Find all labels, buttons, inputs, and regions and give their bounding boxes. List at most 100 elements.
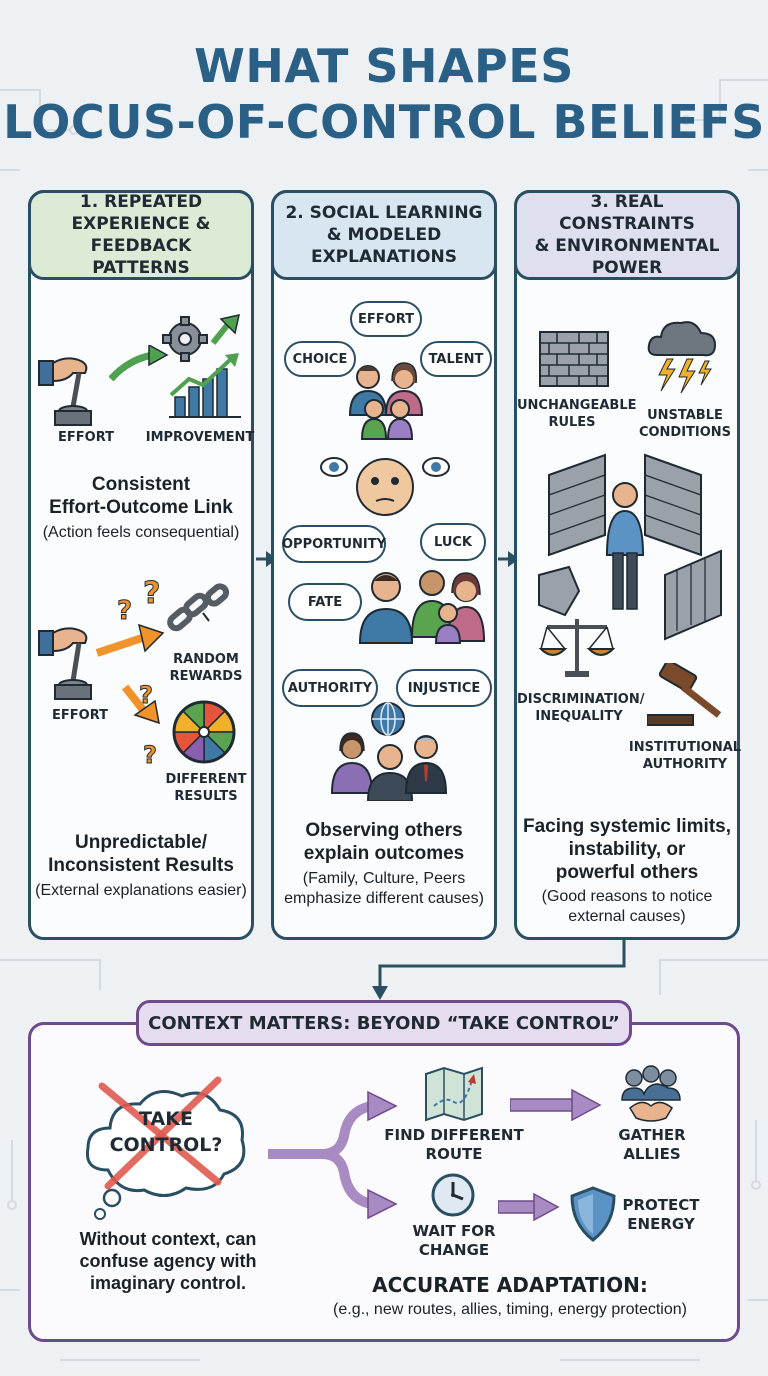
column-2-heading-line: 2. SOCIAL LEARNING xyxy=(285,203,483,223)
walled-in-person-icon xyxy=(538,453,722,641)
question-marks-icon: ? ? xyxy=(139,681,158,770)
discrimination-label: DISCRIMINATION/ INEQUALITY xyxy=(517,691,644,725)
broken-chain-icon xyxy=(167,583,230,632)
arrow-right-icon xyxy=(498,1192,560,1222)
observing-caption: Observing others explain outcomes xyxy=(274,819,494,865)
cloud-text: TAKE CONTROL? xyxy=(102,1106,230,1158)
label-line: DIFFERENT xyxy=(165,772,247,787)
caption-line: confuse agency with xyxy=(79,1251,257,1271)
bubble-injustice: INJUSTICE xyxy=(396,669,492,707)
effort-label: EFFORT xyxy=(58,430,114,445)
effort-label-bottom: EFFORT xyxy=(52,708,108,723)
lever-hand-icon xyxy=(38,357,92,426)
bubble-talent: TALENT xyxy=(420,341,492,377)
label-line: UNSTABLE xyxy=(647,408,723,423)
systemic-limits-caption: Facing systemic limits, instability, or … xyxy=(517,815,737,884)
improvement-label: IMPROVEMENT xyxy=(145,430,255,445)
allies-handshake-icon xyxy=(621,1065,681,1122)
orange-arrows-icon xyxy=(95,623,165,725)
label-line: INEQUALITY xyxy=(535,709,623,724)
institutional-authority-label: INSTITUTIONAL AUTHORITY xyxy=(627,739,743,773)
cloud-text-line: TAKE xyxy=(139,1108,193,1130)
warning-caption: Without context, can confuse agency with… xyxy=(50,1228,286,1294)
label-line: ALLIES xyxy=(623,1145,681,1163)
title-line-2: LOCUS-OF-CONTROL BELIEFS xyxy=(3,95,765,149)
bubble-opportunity: OPPORTUNITY xyxy=(282,525,386,563)
column-2-heading: 2. SOCIAL LEARNING & MODELED EXPLANATION… xyxy=(271,190,497,280)
caption-line: Without context, can xyxy=(79,1229,257,1249)
connector-arrow-icon xyxy=(372,940,626,1000)
find-route-label: FIND DIFFERENT ROUTE xyxy=(384,1126,524,1164)
bubble-authority: AUTHORITY xyxy=(282,669,378,707)
map-route-icon xyxy=(425,1066,483,1122)
prize-wheel-icon xyxy=(172,700,236,764)
scales-icon xyxy=(539,619,615,677)
caption-line: Facing systemic limits, xyxy=(522,816,732,837)
caption-line: Unpredictable/ xyxy=(75,832,207,853)
cloud-text-line: CONTROL? xyxy=(109,1134,223,1156)
arrow-right-icon xyxy=(498,551,519,567)
label-line: FIND DIFFERENT xyxy=(384,1126,524,1144)
bubble-effort: EFFORT xyxy=(350,301,422,337)
bubble-luck: LUCK xyxy=(420,523,486,561)
column-1-heading-line: FEEDBACK PATTERNS xyxy=(90,236,192,278)
label-line: INSTITUTIONAL xyxy=(628,740,742,755)
column-3-heading-line: 3. REAL CONSTRAINTS xyxy=(559,192,695,234)
label-line: UNCHANGEABLE xyxy=(517,398,637,413)
caption-line: instability, or xyxy=(568,839,686,860)
caption-line: emphasize different causes) xyxy=(284,890,484,907)
label-line: CHANGE xyxy=(418,1241,490,1259)
gear-growth-chart-icon xyxy=(162,314,241,418)
consistent-link-caption: Consistent Effort-Outcome Link xyxy=(31,473,251,519)
systemic-limits-subcaption: (Good reasons to notice external causes) xyxy=(517,887,737,927)
column-repeated-experience: 1. REPEATED EXPERIENCE & FEEDBACK PATTER… xyxy=(28,190,254,940)
column-social-learning: 2. SOCIAL LEARNING & MODELED EXPLANATION… xyxy=(271,190,497,940)
label-line: ENERGY xyxy=(627,1215,695,1233)
unpredictable-subcaption: (External explanations easier) xyxy=(35,882,247,899)
caption-line: external causes) xyxy=(568,908,686,925)
consistent-link-subcaption: (Action feels consequential) xyxy=(42,524,240,541)
caption-line: (Good reasons to notice xyxy=(541,888,713,905)
svg-text:?: ? xyxy=(143,741,157,769)
storm-cloud-icon xyxy=(647,321,717,394)
shield-icon xyxy=(570,1186,616,1242)
arrow-right-icon xyxy=(510,1088,602,1122)
caption-line: Observing others xyxy=(305,820,463,841)
label-line: RULES xyxy=(548,415,596,430)
caption-line: imaginary control. xyxy=(89,1273,247,1293)
page-title: WHAT SHAPES LOCUS-OF-CONTROL BELIEFS xyxy=(0,38,768,150)
unchangeable-rules-label: UNCHANGEABLE RULES xyxy=(517,397,637,431)
adaptation-title: ACCURATE ADAPTATION: xyxy=(372,1273,648,1297)
column-3-heading: 3. REAL CONSTRAINTS & ENVIRONMENTAL POWE… xyxy=(514,190,740,280)
column-real-constraints: 3. REAL CONSTRAINTS & ENVIRONMENTAL POWE… xyxy=(514,190,743,940)
caption-line: Consistent xyxy=(91,474,191,495)
caption-line: (Family, Culture, Peers xyxy=(302,870,466,887)
label-line: ROUTE xyxy=(425,1145,483,1163)
svg-text:?: ? xyxy=(139,681,153,709)
bubble-choice: CHOICE xyxy=(284,341,356,377)
column-2-heading-line: EXPLANATIONS xyxy=(310,247,458,267)
globe-icon xyxy=(371,702,405,736)
unpredictable-caption: Unpredictable/ Inconsistent Results xyxy=(31,831,251,877)
column-3-heading-line: POWER xyxy=(591,258,663,278)
label-line: WAIT FOR xyxy=(412,1222,496,1240)
column-1-heading-line: 1. REPEATED xyxy=(79,192,203,212)
authority-figures-icon xyxy=(330,732,448,801)
thought-cloud-crossed-icon xyxy=(85,1076,246,1220)
label-line: RESULTS xyxy=(174,789,238,804)
svg-text:?: ? xyxy=(117,596,132,626)
caption-line: Effort-Outcome Link xyxy=(49,497,233,518)
family-group-icon xyxy=(348,362,424,440)
observing-face-icon xyxy=(320,457,450,516)
question-marks-icon: ? ? xyxy=(117,576,161,627)
unstable-conditions-label: UNSTABLE CONDITIONS xyxy=(633,407,737,441)
caption-line: powerful others xyxy=(555,862,699,883)
protect-energy-label: PROTECT ENERGY xyxy=(614,1196,708,1234)
label-line: REWARDS xyxy=(169,669,243,684)
label-line: CONDITIONS xyxy=(638,425,732,440)
green-arrow-icon xyxy=(109,345,169,382)
gavel-icon xyxy=(647,663,722,726)
label-line: PROTECT xyxy=(622,1196,700,1214)
column-1-heading: 1. REPEATED EXPERIENCE & FEEDBACK PATTER… xyxy=(28,190,254,280)
